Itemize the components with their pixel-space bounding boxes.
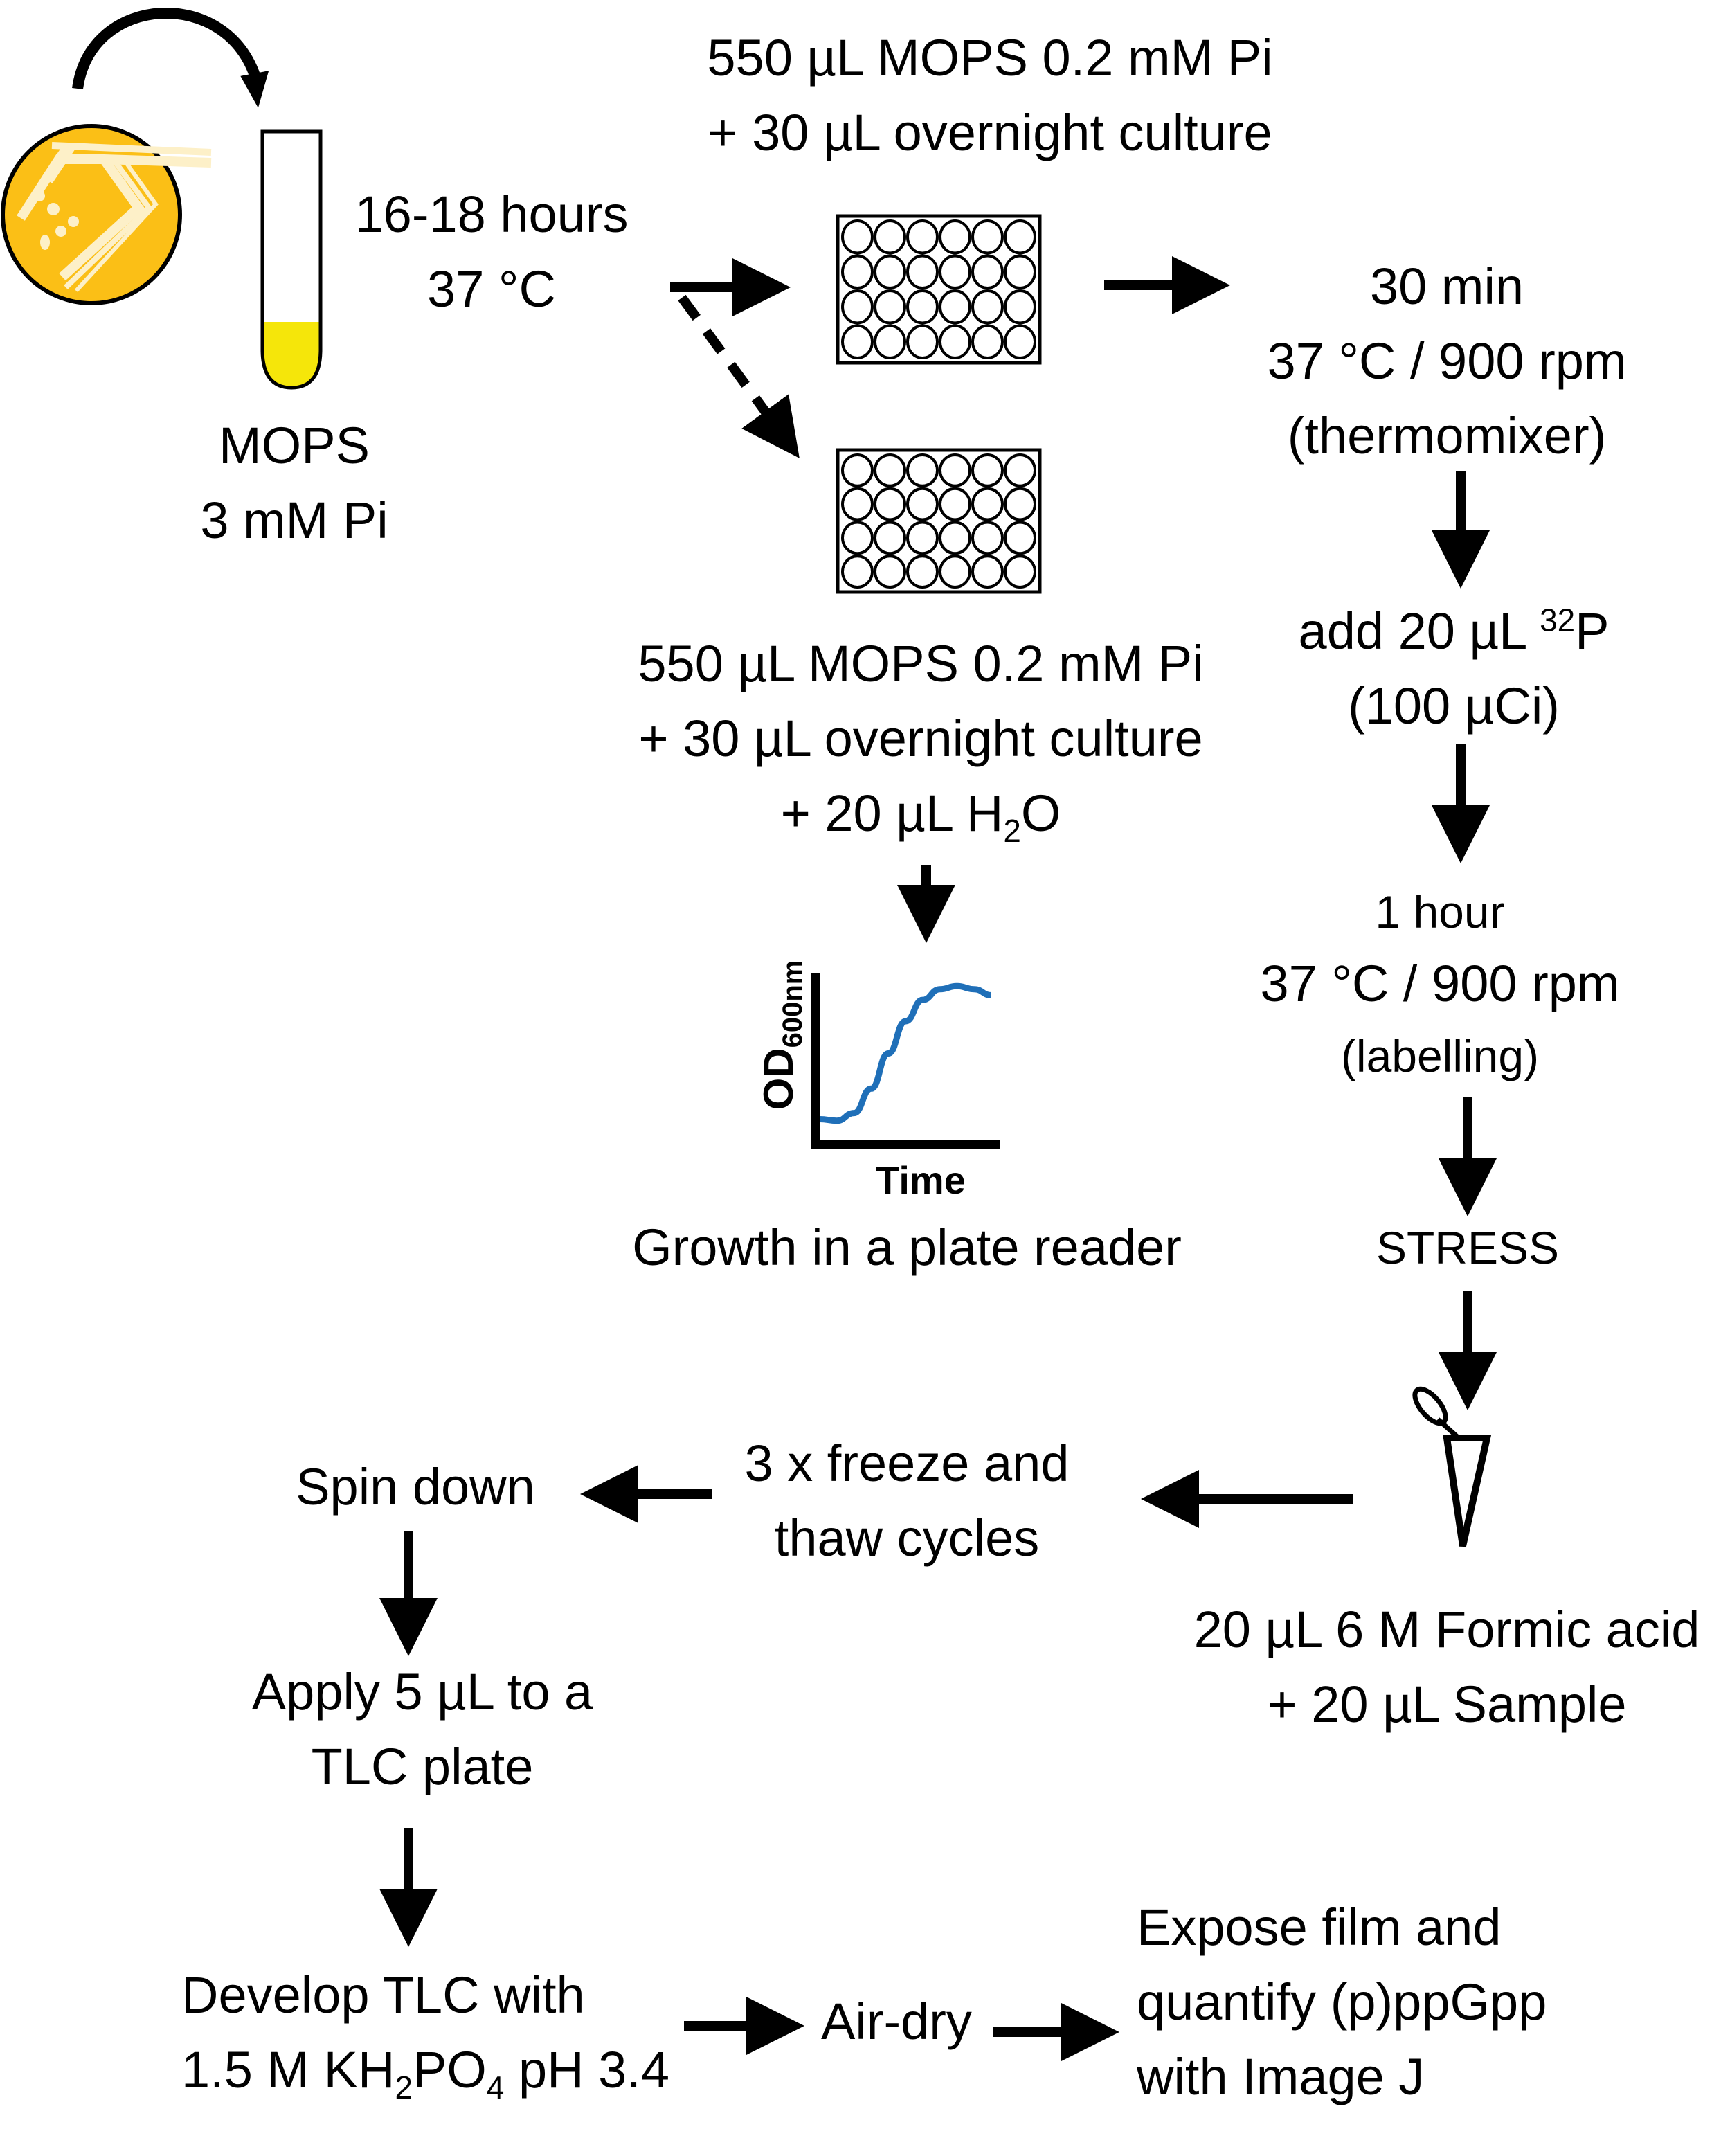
- well: [874, 289, 906, 325]
- well: [971, 254, 1004, 289]
- well: [874, 453, 906, 487]
- well: [1004, 555, 1036, 589]
- well-plate-icon: [836, 448, 1042, 594]
- well: [939, 289, 971, 325]
- well: [906, 453, 939, 487]
- well: [841, 487, 874, 521]
- well: [1004, 219, 1036, 255]
- well: [1004, 521, 1036, 555]
- well: [841, 453, 874, 487]
- growth-plate-mix-label: 550 µL MOPS 0.2 mM Pi + 30 µL overnight …: [638, 635, 1204, 849]
- develop-tlc-label: Develop TLC with 1.5 M KH2PO4 pH 3.4: [181, 1966, 669, 2105]
- well: [939, 453, 971, 487]
- well: [841, 254, 874, 289]
- add-label-label: add 20 µL 32P (100 µCi): [1298, 602, 1610, 735]
- freeze-thaw-label: 3 x freeze and thaw cycles: [744, 1435, 1070, 1567]
- chart-y-label: OD600nm: [755, 960, 808, 1111]
- well: [971, 453, 1004, 487]
- well: [971, 289, 1004, 325]
- air-dry-label: Air-dry: [821, 1993, 972, 2050]
- well: [874, 254, 906, 289]
- well: [841, 555, 874, 589]
- well: [1004, 324, 1036, 359]
- stress-label: STRESS: [1376, 1222, 1560, 1273]
- formic-acid-label: 20 µL 6 M Formic acid + 20 µL Sample: [1193, 1601, 1700, 1733]
- chart-axes: [811, 973, 1000, 1149]
- well: [906, 487, 939, 521]
- inoculate-arrowhead: [240, 71, 269, 108]
- eppendorf-tube-icon: [1412, 1386, 1492, 1547]
- labelling-plate-mix-label: 550 µL MOPS 0.2 mM Pi + 30 µL overnight …: [707, 29, 1273, 161]
- well: [939, 219, 971, 255]
- well: [971, 521, 1004, 555]
- well: [906, 521, 939, 555]
- well: [1004, 254, 1036, 289]
- well: [906, 254, 939, 289]
- well: [874, 521, 906, 555]
- labelling-label: 1 hour 37 °C / 900 rpm (labelling): [1260, 886, 1620, 1081]
- well: [971, 324, 1004, 359]
- well: [1004, 453, 1036, 487]
- chart-x-label: Time: [876, 1158, 966, 1202]
- well: [939, 324, 971, 359]
- well: [939, 555, 971, 589]
- well: [874, 219, 906, 255]
- inoculate-arrow: [72, 8, 262, 90]
- apply-tlc-label: Apply 5 µL to a TLC plate: [251, 1663, 593, 1795]
- spin-down-label: Spin down: [296, 1458, 535, 1516]
- well: [939, 521, 971, 555]
- dashed-arrow-to-growth-plate: [678, 294, 800, 458]
- well: [841, 289, 874, 325]
- well: [971, 487, 1004, 521]
- culture-tube-icon: [260, 129, 323, 390]
- agar-plate-icon: [1, 124, 212, 305]
- overnight-medium-label: MOPS 3 mM Pi: [200, 417, 388, 549]
- well: [874, 487, 906, 521]
- well: [841, 521, 874, 555]
- well: [1004, 289, 1036, 325]
- quantify-label: Expose film and quantify (p)ppGpp with I…: [1137, 1898, 1547, 2105]
- well: [939, 487, 971, 521]
- chart-caption: Growth in a plate reader: [632, 1219, 1182, 1276]
- well-plate-icon: [836, 214, 1042, 365]
- growth-chart: [811, 973, 1000, 1149]
- preincubation-label: 30 min 37 °C / 900 rpm (thermomixer): [1267, 258, 1627, 465]
- well: [971, 219, 1004, 255]
- well: [841, 324, 874, 359]
- well: [971, 555, 1004, 589]
- well: [841, 219, 874, 255]
- well: [906, 289, 939, 325]
- well: [1004, 487, 1036, 521]
- well: [906, 555, 939, 589]
- well: [939, 254, 971, 289]
- growth-curve-line: [819, 982, 992, 1124]
- incubation-label: 16-18 hours 37 °C: [354, 186, 629, 318]
- well: [906, 219, 939, 255]
- well: [874, 555, 906, 589]
- well: [906, 324, 939, 359]
- well: [874, 324, 906, 359]
